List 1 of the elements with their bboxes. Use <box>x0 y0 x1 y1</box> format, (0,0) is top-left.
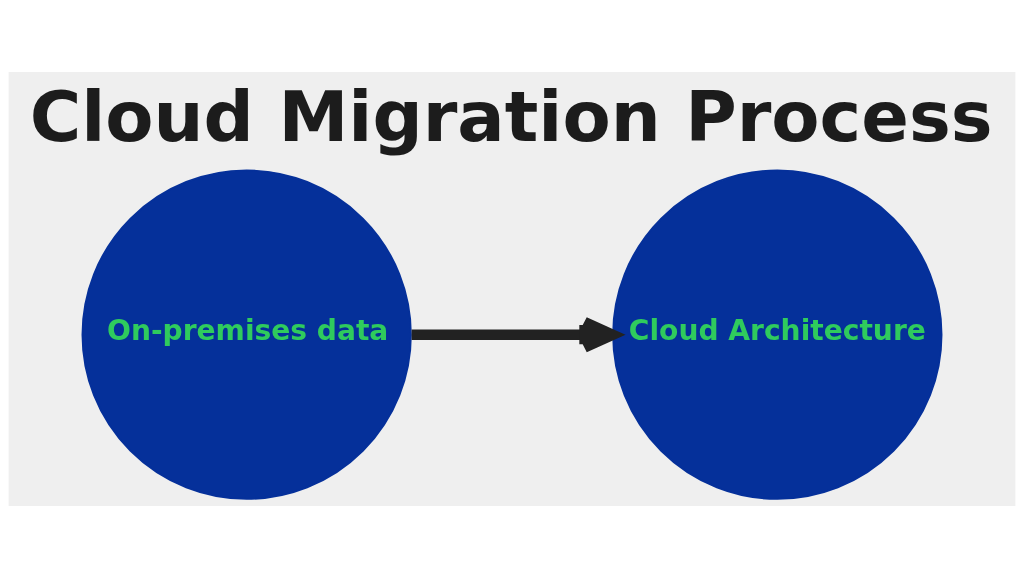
diagram-title: Cloud Migration Process <box>29 75 993 158</box>
